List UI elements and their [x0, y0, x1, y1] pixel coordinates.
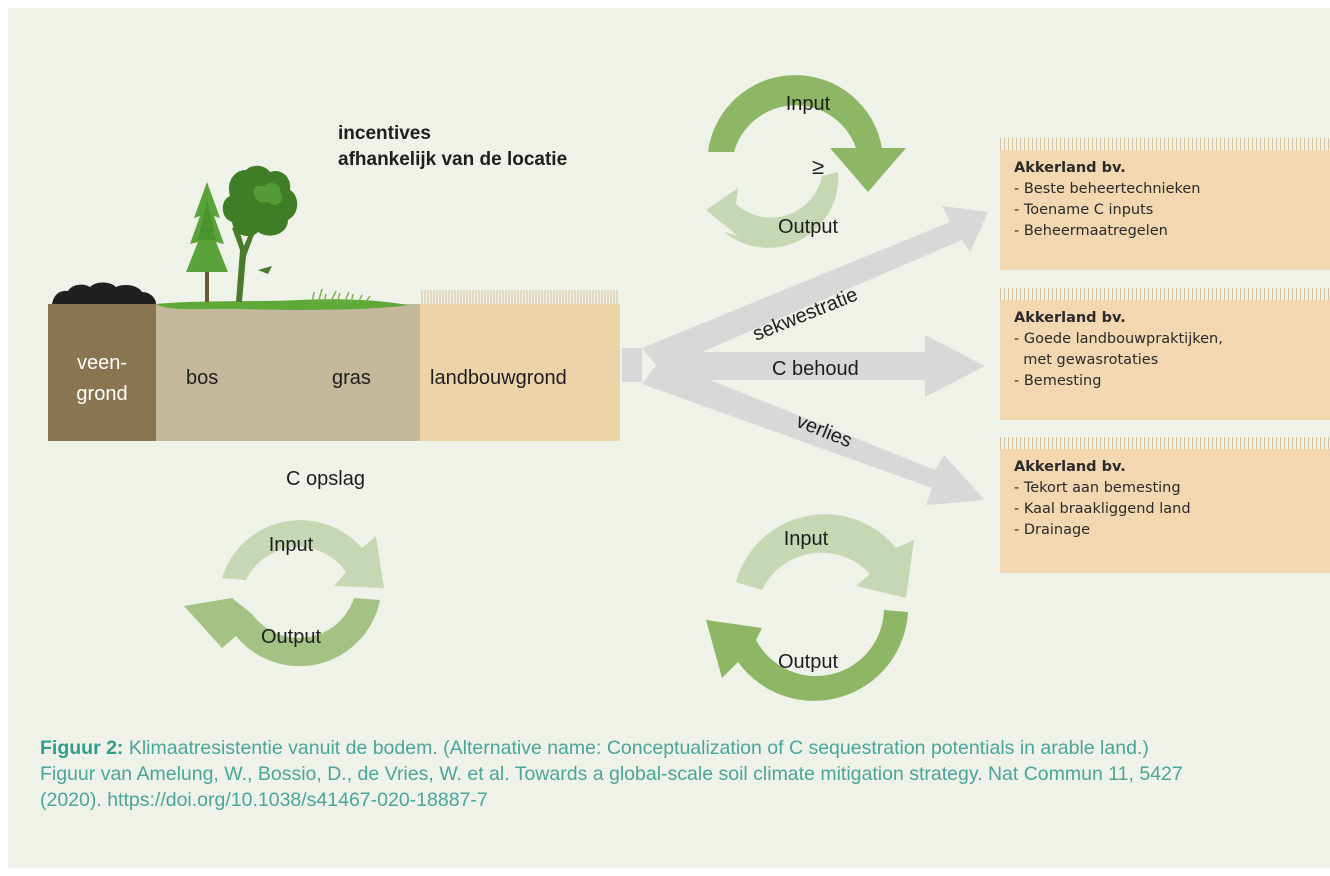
left-cycle-output: Output: [261, 626, 321, 648]
fan-arrows: [622, 206, 988, 505]
arrow-stub: [622, 348, 642, 382]
gras-label: gras: [332, 367, 371, 389]
peat-soil-block: [48, 304, 156, 441]
box-title: Akkerland bv.: [1014, 459, 1126, 475]
incentives-title-1: incentives: [338, 123, 431, 144]
c-opslag-label: C opslag: [286, 468, 365, 490]
veengrond-label-2: grond: [76, 383, 127, 405]
bottom-cycle-input: Input: [784, 528, 829, 550]
box-item: - Toename C inputs: [1014, 202, 1154, 218]
box-item: - Bemesting: [1014, 373, 1102, 389]
verlies-arrow: [642, 360, 985, 505]
left-output-arc: [184, 598, 380, 667]
bottom-cycle-output: Output: [778, 651, 838, 673]
figure-caption: Figuur 2: Klimaatresistentie vanuit de b…: [40, 735, 1300, 813]
box-item: - Tekort aan bemesting: [1014, 480, 1181, 496]
landbouwgrond-label: landbouwgrond: [430, 367, 567, 389]
caption-label: Figuur 2:: [40, 737, 124, 759]
top-input-arc: [708, 75, 906, 192]
info-box-verlies: Akkerland bv. - Tekort aan bemesting - K…: [1000, 449, 1330, 573]
top-cycle-input: Input: [786, 93, 831, 115]
bottom-cycle: [706, 514, 914, 701]
box-item: - Goede landbouwpraktijken,: [1014, 331, 1223, 347]
bos-label: bos: [186, 367, 218, 389]
peat-mound: [52, 282, 156, 304]
box-item: - Drainage: [1014, 522, 1091, 538]
caption-title: Klimaatresistentie vanuit de bodem. (Alt…: [123, 737, 1149, 759]
top-cycle-output: Output: [778, 216, 838, 238]
caption-line-1: Figuur 2: Klimaatresistentie vanuit de b…: [40, 735, 1300, 761]
stubble-marks: [421, 290, 618, 304]
box-item: - Beheermaatregelen: [1014, 223, 1168, 239]
box-title: Akkerland bv.: [1014, 310, 1126, 326]
box-title: Akkerland bv.: [1014, 160, 1126, 176]
box-1-stubble: [1000, 138, 1330, 150]
c-behoud-arrow: [660, 335, 985, 397]
left-cycle: [184, 520, 384, 667]
top-cycle-relation: ≥: [812, 154, 824, 179]
box-item: met gewasrotaties: [1014, 352, 1159, 368]
c-behoud-label: C behoud: [772, 358, 859, 380]
box-2-stubble: [1000, 288, 1330, 300]
grass-tufts: [311, 288, 371, 304]
bottom-output-arc: [706, 610, 908, 701]
incentives-title-2: afhankelijk van de locatie: [338, 149, 567, 170]
info-box-sekwestratie: Akkerland bv. - Beste beheertechnieken -…: [1000, 150, 1330, 270]
veengrond-label-1: veen-: [77, 352, 127, 374]
grass-strip: [156, 299, 408, 310]
forest-grass-soil-block: [156, 304, 420, 441]
caption-line-3: (2020). https://doi.org/10.1038/s41467-0…: [40, 789, 488, 811]
top-cycle: [706, 75, 906, 248]
conifer-tree-icon: [186, 182, 228, 302]
left-input-arc: [222, 520, 384, 588]
box-item: - Kaal braakliggend land: [1014, 501, 1191, 517]
box-item: - Beste beheertechnieken: [1014, 181, 1201, 197]
box-3-stubble: [1000, 437, 1330, 449]
arable-soil-block: [420, 304, 620, 441]
info-box-c-behoud: Akkerland bv. - Goede landbouwpraktijken…: [1000, 300, 1330, 420]
sekwestratie-arrow: [642, 206, 988, 370]
caption-line-2: Figuur van Amelung, W., Bossio, D., de V…: [40, 763, 1183, 785]
deciduous-tree-icon: [222, 165, 298, 302]
left-cycle-input: Input: [269, 534, 314, 556]
bottom-input-arc: [736, 514, 914, 598]
top-output-arc: [706, 172, 839, 248]
